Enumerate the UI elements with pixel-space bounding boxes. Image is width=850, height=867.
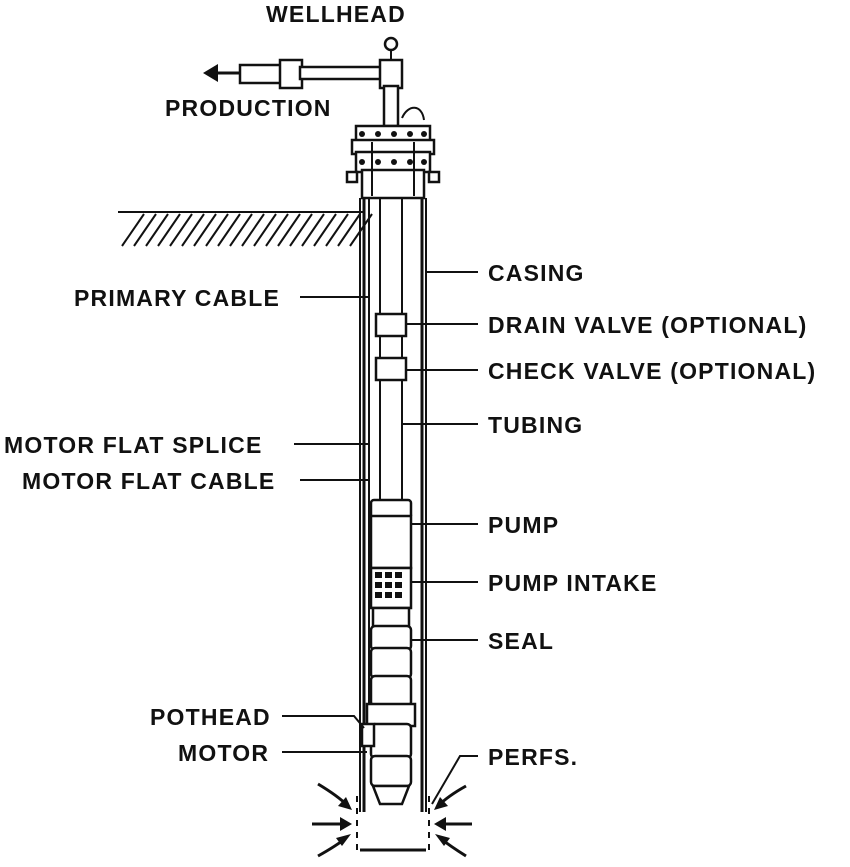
label-perfs: PERFS. xyxy=(488,744,578,770)
hatch-stroke xyxy=(265,213,289,247)
label-check-valve: CHECK VALVE (OPTIONAL) xyxy=(488,358,816,384)
check-valve xyxy=(374,356,408,382)
ground-hatching xyxy=(121,213,373,247)
pump-intake xyxy=(369,566,413,610)
pump xyxy=(369,498,413,570)
perforations xyxy=(312,782,472,858)
hatch-stroke xyxy=(193,213,217,247)
label-pump-intake: PUMP INTAKE xyxy=(488,570,658,596)
inflow-arrows xyxy=(312,782,472,858)
hatch-stroke xyxy=(121,213,145,247)
hatch-stroke xyxy=(205,213,229,247)
hatch-stroke xyxy=(337,213,361,247)
ground-surface xyxy=(118,211,373,247)
hatch-stroke xyxy=(169,213,193,247)
hatch-stroke xyxy=(241,213,265,247)
hatch-stroke xyxy=(217,213,241,247)
seal xyxy=(369,606,413,708)
label-motor-flat-splice: MOTOR FLAT SPLICE xyxy=(4,432,263,458)
label-primary-cable: PRIMARY CABLE xyxy=(74,285,280,311)
hatch-stroke xyxy=(157,213,181,247)
hatch-stroke xyxy=(145,213,169,247)
hatch-stroke xyxy=(229,213,253,247)
hatch-stroke xyxy=(133,213,157,247)
hatch-stroke xyxy=(253,213,277,247)
drain-valve xyxy=(374,312,408,338)
label-pothead: POTHEAD xyxy=(150,704,271,730)
label-wellhead: WELLHEAD xyxy=(266,1,406,27)
hatch-stroke xyxy=(181,213,205,247)
tubing xyxy=(374,198,408,500)
hatch-stroke xyxy=(313,213,337,247)
hatch-stroke xyxy=(325,213,349,247)
casing xyxy=(359,198,427,812)
labels: WELLHEAD PRODUCTION CASING PRIMARY CABLE… xyxy=(4,1,816,770)
label-motor: MOTOR xyxy=(178,740,269,766)
hatch-stroke xyxy=(289,213,313,247)
label-seal: SEAL xyxy=(488,628,554,654)
label-production: PRODUCTION xyxy=(165,95,332,121)
label-casing: CASING xyxy=(488,260,585,286)
hatch-stroke xyxy=(301,213,325,247)
hatch-stroke xyxy=(277,213,301,247)
label-motor-flat-cable: MOTOR FLAT CABLE xyxy=(22,468,275,494)
motor xyxy=(360,702,417,806)
leader-lines xyxy=(282,271,478,805)
label-pump: PUMP xyxy=(488,512,559,538)
wellhead-assembly xyxy=(345,124,441,200)
label-drain-valve: DRAIN VALVE (OPTIONAL) xyxy=(488,312,807,338)
label-tubing: TUBING xyxy=(488,412,583,438)
